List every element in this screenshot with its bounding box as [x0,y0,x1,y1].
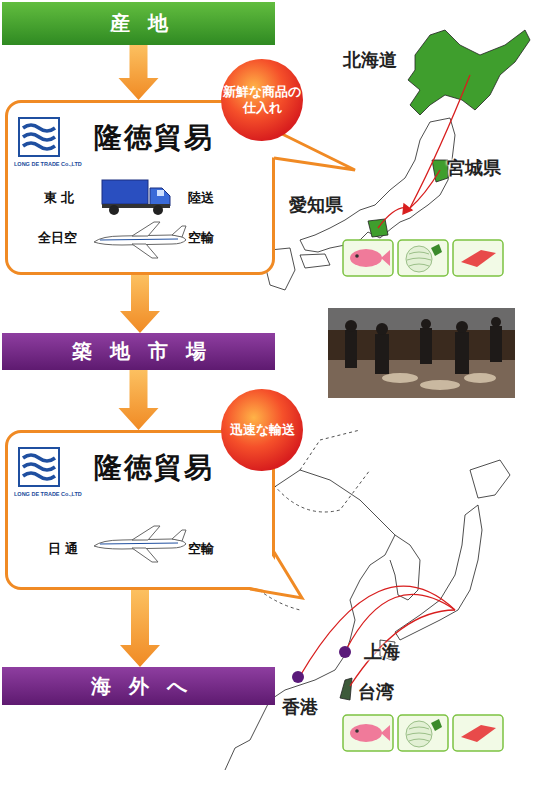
supply-route [378,75,470,228]
carrier-name: 東 北 [44,189,74,207]
place-label: 愛知県 [289,193,343,217]
city-dots [292,646,351,683]
place-label: 宮城県 [447,156,501,180]
japan-map [265,30,530,290]
carrier-name: 全日空 [38,229,77,247]
company-name: 隆徳貿易 [94,119,214,157]
export-route [300,586,455,686]
origin-band: 産地 [2,2,275,45]
flow-arrow [120,275,160,333]
node-text: 迅速な輸送 [230,422,295,438]
flow-arrow [119,370,159,430]
place-label: 上海 [364,640,400,664]
transport-mode: 空輸 [188,229,214,247]
logo-text: LONG DE TRADE Co.,LTD [14,161,82,167]
product-icons [343,715,503,751]
market-photo [328,308,515,398]
node-text: 産地 [110,10,186,37]
transport-mode: 陸送 [188,189,214,207]
node-text: 新鮮な商品の仕入れ [222,84,302,116]
callout-circle: 新鮮な商品の仕入れ [220,58,304,142]
node-text: 海外へ [91,673,205,700]
market-band: 築地市場 [2,333,275,370]
logo-text: LONG DE TRADE Co.,LTD [14,491,82,497]
callout-circle-fill [221,389,303,471]
carrier-name: 日 通 [48,540,78,558]
flow-arrow [120,590,160,667]
overseas-band: 海外へ [2,667,275,705]
place-label: 北海道 [343,48,397,72]
callout-circle: 迅速な輸送 [220,388,304,472]
product-icons [343,240,503,276]
company-name: 隆徳貿易 [94,449,214,487]
transport-mode: 空輸 [188,540,214,558]
flow-arrow [119,45,159,100]
place-label: 香港 [282,695,318,719]
node-text: 築地市場 [72,338,224,365]
place-label: 台湾 [358,680,394,704]
callout-circle-fill [221,59,303,141]
